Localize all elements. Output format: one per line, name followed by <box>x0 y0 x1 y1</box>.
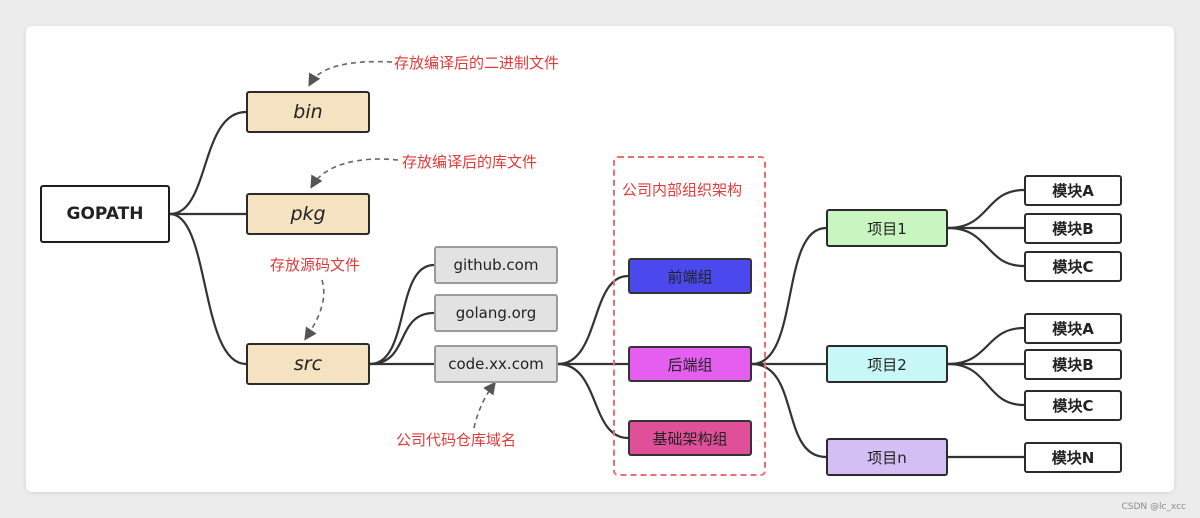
watermark: CSDN @lc_xcc <box>1121 502 1186 512</box>
project-1-node: 项目1 <box>826 209 948 247</box>
module-node: 模块B <box>1024 213 1122 244</box>
frontend-team-node: 前端组 <box>628 258 752 294</box>
edge-p1-a <box>947 188 1025 230</box>
edge-backend-pn <box>751 362 827 459</box>
module-node: 模块B <box>1024 349 1122 380</box>
edge-gopath-src <box>169 212 247 366</box>
edge-code-infra <box>557 362 629 440</box>
golang-node: golang.org <box>434 294 558 332</box>
project-2-node: 项目2 <box>826 345 948 383</box>
src-annotation: 存放源码文件 <box>270 256 361 274</box>
edge-gopath-bin <box>169 110 247 216</box>
edge-backend-p1 <box>751 226 827 366</box>
module-node: 模块A <box>1024 175 1122 206</box>
bin-annotation: 存放编译后的二进制文件 <box>394 54 560 72</box>
arrow-pkg-note <box>310 158 399 189</box>
code-domain-node: code.xx.com <box>434 345 558 383</box>
module-node: 模块C <box>1024 390 1122 421</box>
edge-p2-c <box>947 362 1025 407</box>
edge-src-golang <box>369 311 435 366</box>
arrow-bin-note <box>308 60 393 87</box>
edge-code-frontend <box>557 274 629 366</box>
code-domain-annotation: 公司代码仓库域名 <box>396 431 517 449</box>
src-node: src <box>246 343 370 385</box>
module-node: 模块N <box>1024 442 1122 473</box>
pkg-annotation: 存放编译后的库文件 <box>402 153 538 171</box>
infra-team-node: 基础架构组 <box>628 420 752 456</box>
module-node: 模块A <box>1024 313 1122 344</box>
project-n-node: 项目n <box>826 438 948 476</box>
backend-team-node: 后端组 <box>628 346 752 382</box>
bin-node: bin <box>246 91 370 133</box>
pkg-node: pkg <box>246 193 370 235</box>
github-node: github.com <box>434 246 558 284</box>
arrow-code-note <box>473 381 496 429</box>
gopath-node: GOPATH <box>40 185 170 243</box>
org-structure-box <box>613 156 766 476</box>
arrow-src-note <box>304 279 325 341</box>
module-node: 模块C <box>1024 251 1122 282</box>
edge-p1-c <box>947 226 1025 268</box>
org-structure-title: 公司内部组织架构 <box>622 181 743 199</box>
edge-src-github <box>369 263 435 366</box>
edge-p2-a <box>947 326 1025 366</box>
